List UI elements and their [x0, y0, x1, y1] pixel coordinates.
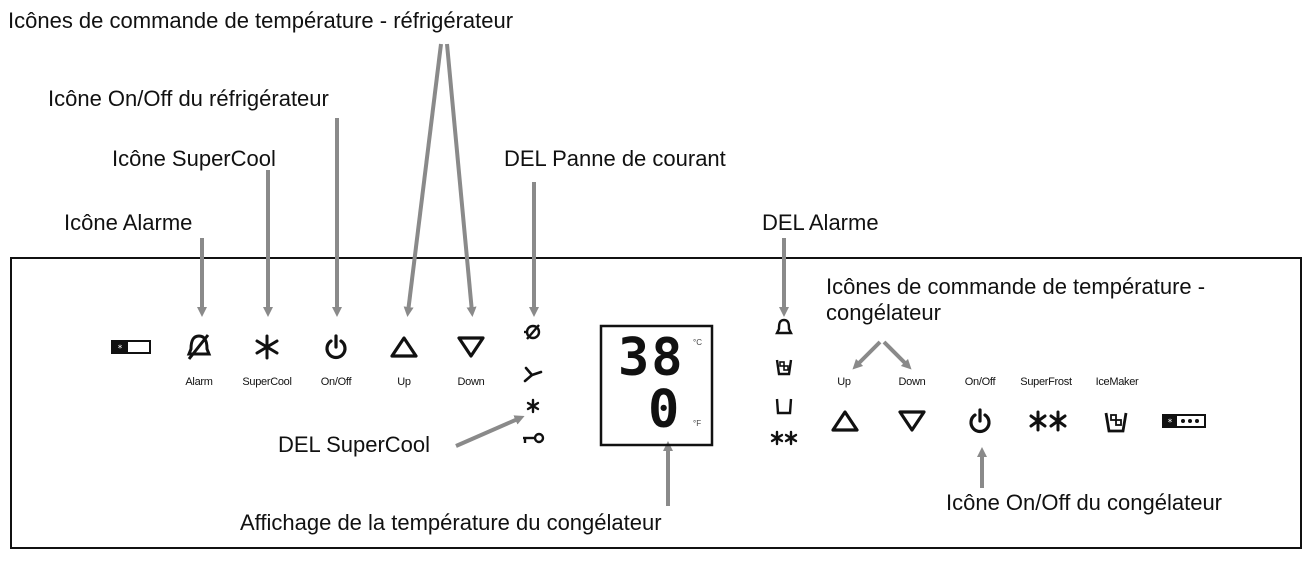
fridge-down-label: Down: [457, 376, 485, 388]
arrow-freezer-down: [882, 340, 912, 370]
callout-freezer-onoff: Icône On/Off du congélateur: [946, 490, 1222, 515]
freezer-onoff-label: On/Off: [964, 376, 996, 388]
double-snowflake-icon[interactable]: [1028, 410, 1068, 432]
fan-led-icon: [522, 364, 544, 384]
callout-fridge-onoff: Icône On/Off du réfrigérateur: [48, 86, 329, 111]
superfrost-led-icon: [769, 430, 799, 446]
icemaker-icon[interactable]: [1103, 408, 1129, 434]
arrow-freezer-up: [852, 340, 882, 370]
arrow-fridge-up: [403, 43, 443, 317]
callout-power-failure-led: DEL Panne de courant: [504, 146, 726, 171]
display-frame: [599, 324, 714, 447]
fridge-onoff-label: On/Off: [320, 376, 352, 388]
fridge-status-bar-icon: *: [111, 340, 151, 354]
callout-alarm-led: DEL Alarme: [762, 210, 879, 235]
fridge-up-label: Up: [397, 376, 411, 388]
display-bottom-value: 0: [648, 380, 682, 440]
callout-freezer-display: Affichage de la température du congélate…: [240, 510, 662, 535]
alarm-led-bell-icon: [775, 318, 793, 338]
panel-frame: [10, 257, 1302, 549]
arrow-supercool-led: [455, 415, 525, 448]
callout-freezer-temp-controls: Icônes de commande de température - cong…: [826, 274, 1206, 325]
callout-supercool-led: DEL SuperCool: [278, 432, 431, 457]
freezer-down-label: Down: [898, 376, 926, 388]
snowflake-icon[interactable]: [254, 334, 280, 360]
freezer-triangle-up-icon[interactable]: [831, 409, 859, 433]
callout-fridge-temp-controls: Icônes de commande de température - réfr…: [8, 8, 514, 33]
fridge-power-icon[interactable]: [323, 334, 349, 360]
callout-supercool-icon: Icône SuperCool: [112, 146, 276, 171]
freezer-icemaker-label: IceMaker: [1095, 376, 1139, 388]
svg-text:*: *: [1168, 418, 1173, 428]
fridge-triangle-up-icon[interactable]: [390, 335, 418, 359]
callout-alarm-icon: Icône Alarme: [64, 210, 193, 235]
freezer-power-icon[interactable]: [967, 408, 993, 434]
key-lock-led-icon: [521, 431, 545, 445]
power-failure-led-icon: [522, 323, 544, 341]
freezer-status-bar-icon: *: [1162, 414, 1206, 428]
supercool-led-icon: [525, 398, 541, 414]
arrow-fridge-down: [445, 43, 477, 317]
freezer-up-label: Up: [837, 376, 851, 388]
freezer-triangle-down-icon[interactable]: [898, 409, 926, 433]
unit-celsius: °C: [693, 338, 702, 347]
display-top-value: 38: [618, 328, 685, 388]
fridge-triangle-down-icon[interactable]: [457, 335, 485, 359]
icemaker-led-icon: [774, 356, 794, 376]
freezer-superfrost-label: SuperFrost: [1020, 376, 1072, 388]
cup-led-icon: [774, 397, 794, 415]
unit-fahrenheit: °F: [693, 419, 702, 428]
alarm-off-icon[interactable]: [186, 333, 212, 361]
fridge-supercool-label: SuperCool: [242, 376, 292, 388]
fridge-alarm-label: Alarm: [185, 376, 213, 388]
svg-text:*: *: [118, 344, 123, 354]
